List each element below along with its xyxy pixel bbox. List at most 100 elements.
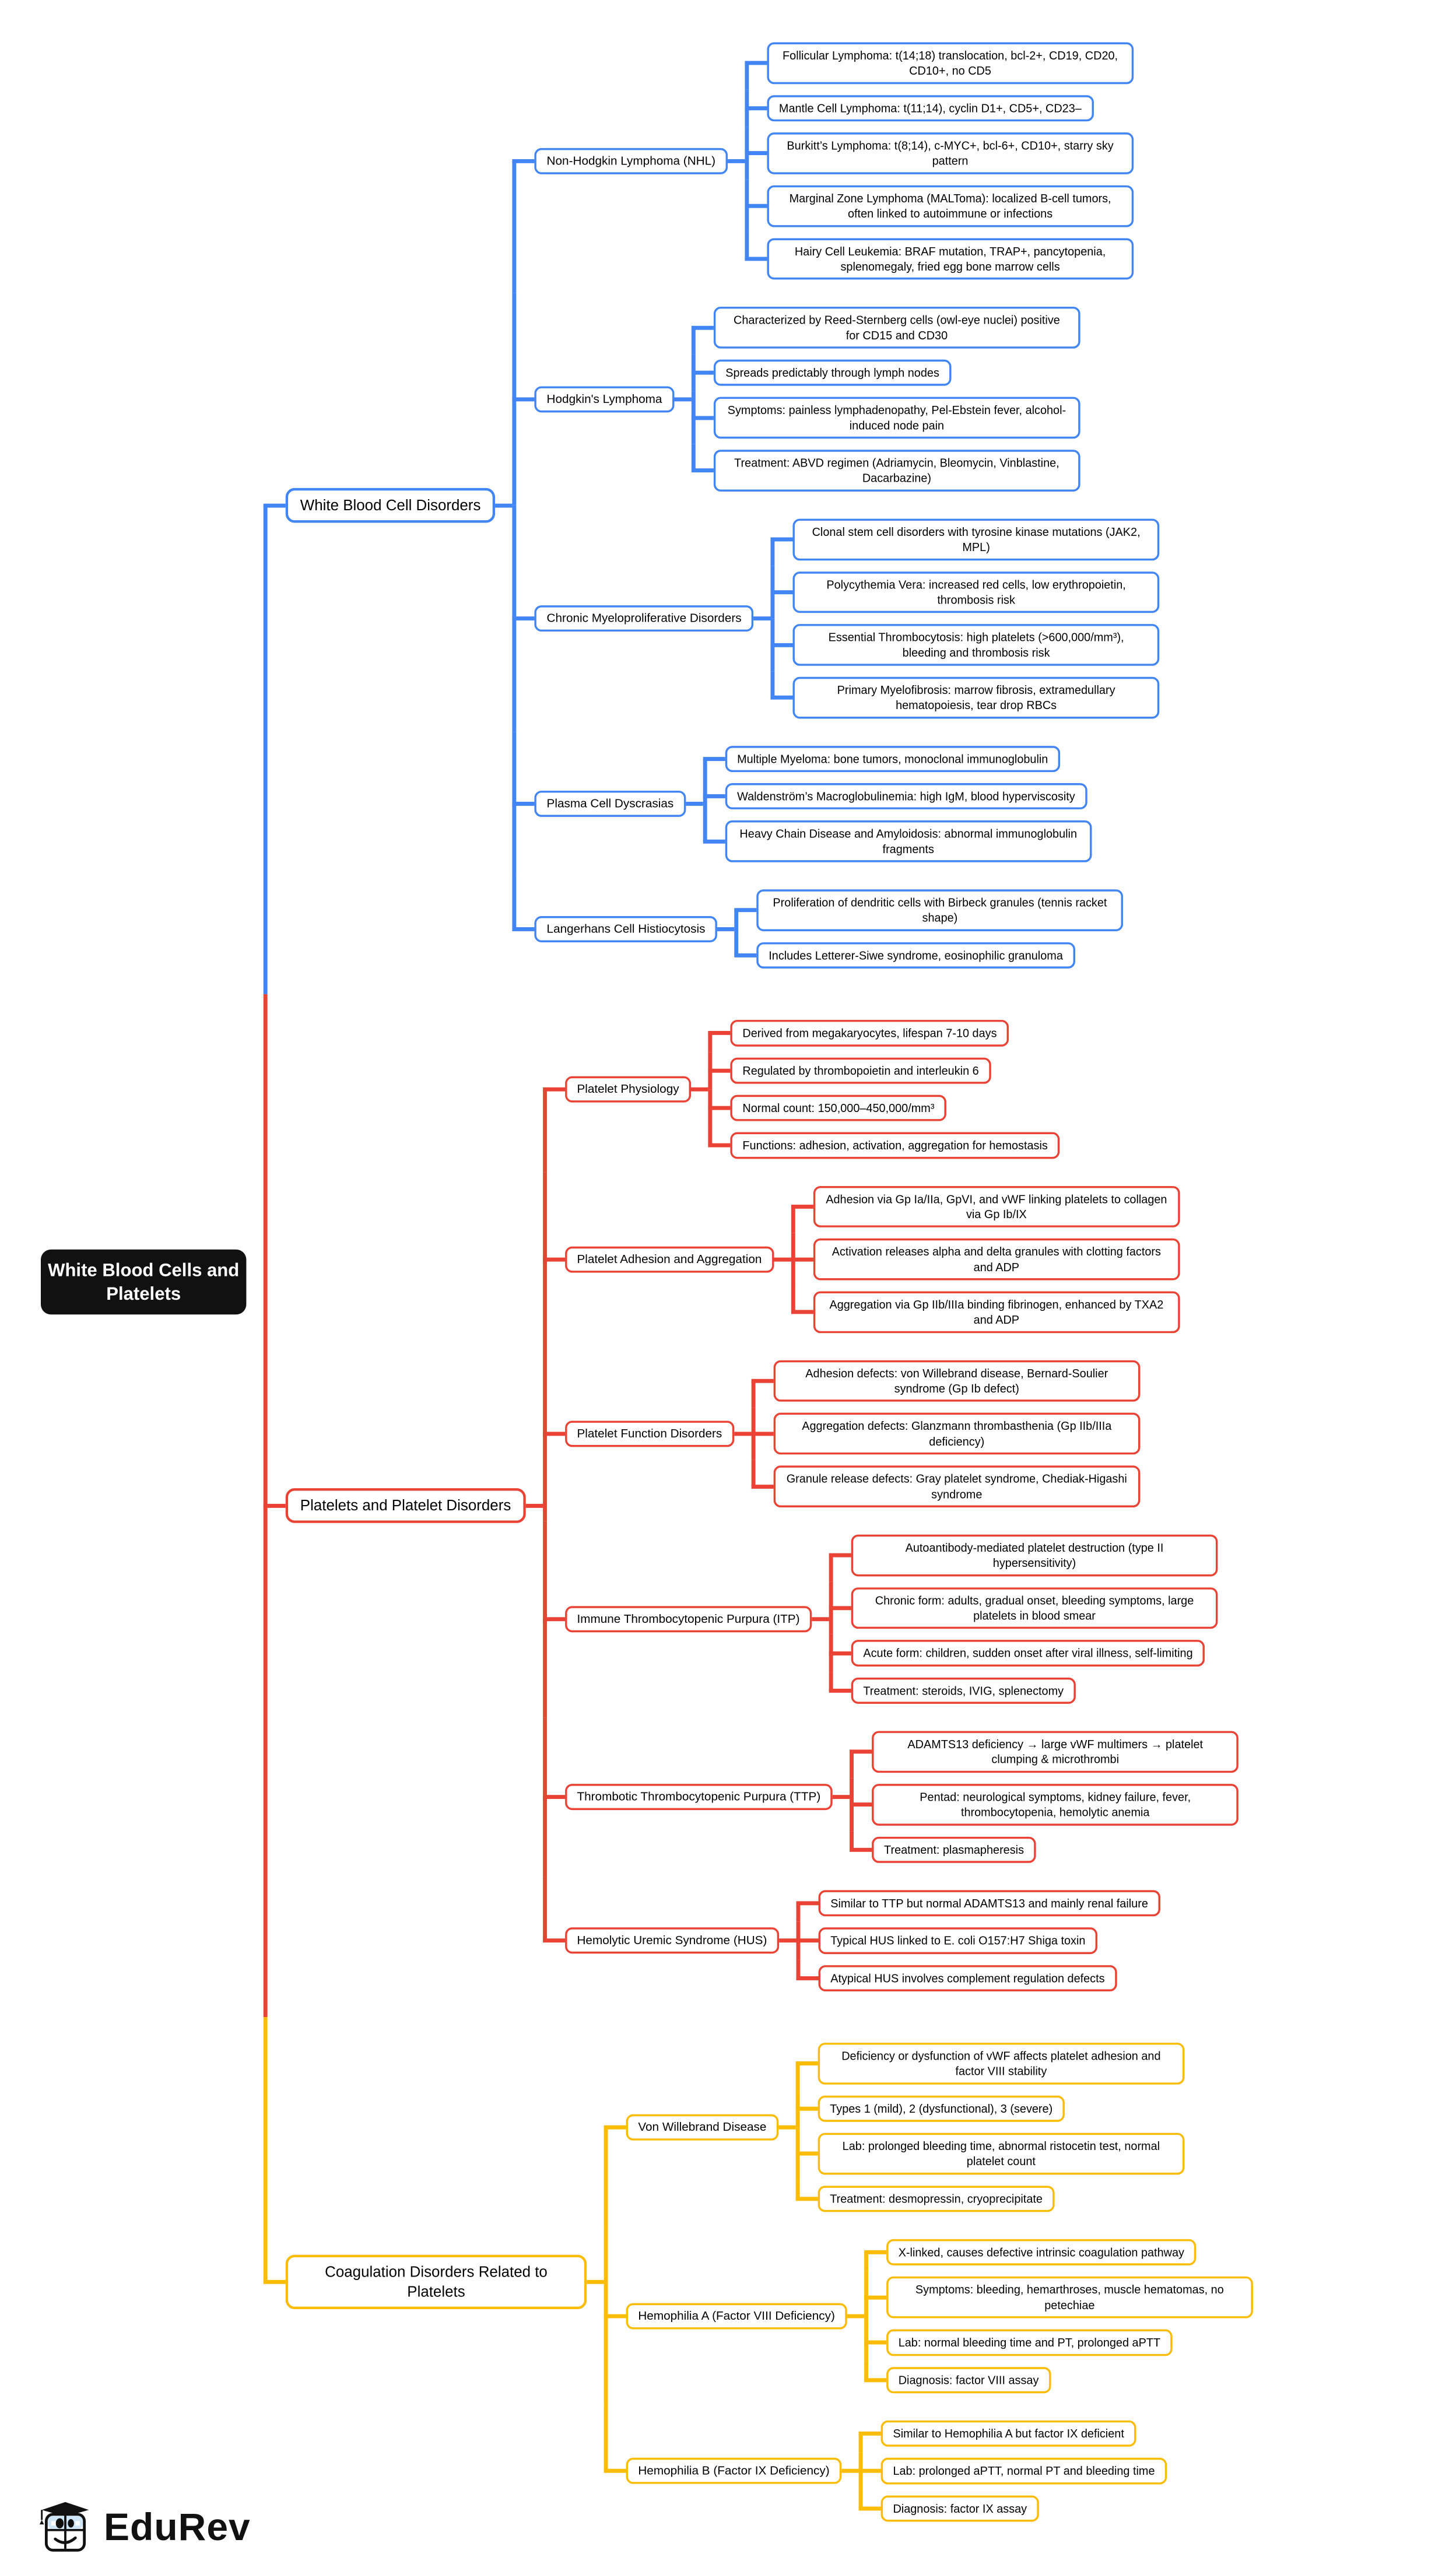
leaf-node: Functions: adhesion, activation, aggrega…	[730, 1132, 1060, 1159]
leaf: Similar to TTP but normal ADAMTS13 and m…	[796, 1885, 1160, 1923]
leaf: Deficiency or dysfunction of vWF affects…	[795, 2037, 1185, 2090]
leaf-node: Diagnosis: factor VIII assay	[886, 2366, 1051, 2394]
topic-node: Platelet Adhesion and Aggregation	[564, 1246, 774, 1273]
leaf-column: ADAMTS13 deficiency → large vWF multimer…	[850, 1725, 1239, 1868]
leaf-column: Deficiency or dysfunction of vWF affects…	[795, 2037, 1185, 2218]
leaf: Adhesion defects: von Willebrand disease…	[751, 1355, 1141, 1408]
leaf: Types 1 (mild), 2 (dysfunctional), 3 (se…	[795, 2089, 1184, 2128]
leaf-node: Treatment: steroids, IVIG, splenectomy	[851, 1677, 1076, 1704]
leaf: Diagnosis: factor VIII assay	[864, 2361, 1253, 2398]
leaf: Includes Letterer-Siwe syndrome, eosinop…	[734, 936, 1124, 974]
leaf-node: Treatment: plasmapheresis	[872, 1836, 1036, 1863]
leaf-node: Mantle Cell Lymphoma: t(11;14), cyclin D…	[767, 95, 1094, 122]
leaf-column: Follicular Lymphoma: t(14;18) translocat…	[745, 37, 1134, 285]
leaf: Heavy Chain Disease and Amyloidosis: abn…	[703, 815, 1092, 868]
branch-node-wbc-disorders: White Blood Cell Disorders	[285, 487, 496, 523]
leaf: Granule release defects: Gray platelet s…	[751, 1460, 1141, 1513]
leaf: Treatment: desmopressin, cryoprecipitate	[795, 2180, 1184, 2218]
leaf: Treatment: steroids, IVIG, splenectomy	[829, 1672, 1218, 1709]
leaf-node: Spreads predictably through lymph nodes	[713, 359, 952, 386]
leaf-node: Characterized by Reed-Sternberg cells (o…	[713, 307, 1080, 349]
topic: Platelet Function Disorders Adhesion defe…	[542, 1346, 1239, 1521]
brand-name: EduRev	[104, 2505, 251, 2548]
topic-node: Langerhans Cell Histiocytosis	[534, 916, 718, 942]
topic-node: Hemolytic Uremic Syndrome (HUS)	[564, 1927, 780, 1954]
leaf: Atypical HUS involves complement regulat…	[796, 1959, 1160, 1997]
leaf-column: Clonal stem cell disorders with tyrosine…	[770, 513, 1160, 724]
leaf: Lab: prolonged aPTT, normal PT and bleed…	[858, 2452, 1167, 2491]
leaf: Aggregation via Gp IIb/IIIa binding fibr…	[791, 1286, 1180, 1338]
leaf: Burkitt’s Lymphoma: t(8;14), c-MYC+, bcl…	[745, 127, 1134, 180]
leaf: Acute form: children, sudden onset after…	[829, 1634, 1218, 1672]
topic: Platelet Adhesion and Aggregation Adhesio…	[542, 1172, 1239, 1347]
leaf: Treatment: ABVD regimen (Adriamycin, Ble…	[691, 444, 1080, 497]
leaf-column: Proliferation of dendritic cells with Bi…	[734, 884, 1124, 974]
leaf: Aggregation defects: Glanzmann thrombast…	[751, 1407, 1141, 1460]
topic: Immune Thrombocytopenic Purpura (ITP)Aut…	[542, 1521, 1239, 1718]
leaf: Treatment: plasmapheresis	[850, 1830, 1239, 1868]
topic-column: Platelet Physiology Derived from megakary…	[542, 1006, 1239, 2005]
leaf-node: Normal count: 150,000–450,000/mm³	[730, 1095, 947, 1121]
topic-node: Immune Thrombocytopenic Purpura (ITP)	[564, 1606, 812, 1633]
leaf-node: Waldenström’s Macroglobulinemia: high Ig…	[725, 783, 1087, 810]
topic-node: Hemophilia B (Factor IX Deficiency)	[626, 2458, 842, 2485]
leaf: Marginal Zone Lymphoma (MALToma): locali…	[745, 180, 1134, 233]
leaf-node: Deficiency or dysfunction of vWF affects…	[818, 2043, 1185, 2085]
leaf-node: Proliferation of dendritic cells with Bi…	[756, 889, 1124, 931]
leaf-node: Derived from megakaryocytes, lifespan 7-…	[730, 1020, 1009, 1047]
topic-node: Hodgkin's Lymphoma	[534, 386, 675, 412]
leaf: Hairy Cell Leukemia: BRAF mutation, TRAP…	[745, 232, 1134, 285]
brand-footer: EduRev	[37, 2499, 251, 2555]
leaf-column: Characterized by Reed-Sternberg cells (o…	[691, 301, 1080, 497]
topic-node: Thrombotic Thrombocytopenic Purpura (TTP…	[564, 1784, 833, 1811]
leaf-node: X-linked, causes defective intrinsic coa…	[886, 2239, 1197, 2266]
topic: Thrombotic Thrombocytopenic Purpura (TTP…	[542, 1717, 1239, 1876]
leaf-node: Activation releases alpha and delta gran…	[813, 1239, 1180, 1281]
topic-node: Platelet Physiology	[564, 1076, 692, 1103]
leaf-node: Symptoms: bleeding, hemarthroses, muscle…	[886, 2277, 1253, 2319]
leaf-node: Aggregation defects: Glanzmann thrombast…	[773, 1413, 1141, 1455]
leaf-node: Symptoms: painless lymphadenopathy, Pel-…	[713, 397, 1080, 439]
topic-node: Platelet Function Disorders	[564, 1420, 735, 1447]
leaf-node: Clonal stem cell disorders with tyrosine…	[792, 518, 1160, 560]
leaf-node: Chronic form: adults, gradual onset, ble…	[851, 1587, 1218, 1629]
leaf: Symptoms: painless lymphadenopathy, Pel-…	[691, 391, 1080, 444]
leaf-node: Atypical HUS involves complement regulat…	[818, 1965, 1117, 1991]
leaf: Essential Thrombocytosis: high platelets…	[770, 618, 1160, 671]
mindmap-canvas: White Blood Cells and Platelets White Bl…	[41, 42, 1253, 2522]
leaf-node: Types 1 (mild), 2 (dysfunctional), 3 (se…	[818, 2095, 1065, 2122]
leaf-node: Treatment: desmopressin, cryoprecipitate	[818, 2186, 1055, 2212]
topic-node: Plasma Cell Dyscrasias	[534, 791, 686, 818]
leaf: Primary Myelofibrosis: marrow fibrosis, …	[770, 671, 1160, 724]
leaf-node: Acute form: children, sudden onset after…	[851, 1640, 1205, 1667]
leaf: Regulated by thrombopoietin and interleu…	[708, 1051, 1060, 1090]
leaf-node: Polycythemia Vera: increased red cells, …	[792, 571, 1160, 613]
leaf: Waldenström’s Macroglobulinemia: high Ig…	[703, 777, 1092, 816]
leaf: Spreads predictably through lymph nodes	[691, 354, 1080, 392]
leaf-node: Lab: prolonged aPTT, normal PT and bleed…	[880, 2457, 1167, 2485]
leaf-node: Typical HUS linked to E. coli O157:H7 Sh…	[818, 1927, 1098, 1954]
topic-node: Chronic Myeloproliferative Disorders	[534, 605, 754, 632]
leaf-column: X-linked, causes defective intrinsic coa…	[864, 2234, 1253, 2399]
leaf: Derived from megakaryocytes, lifespan 7-…	[708, 1015, 1060, 1053]
leaf: Normal count: 150,000–450,000/mm³	[708, 1089, 1060, 1127]
leaf: Multiple Myeloma: bone tumors, monoclona…	[703, 740, 1092, 778]
edurev-mascot-icon	[39, 2502, 89, 2552]
topic: Plasma Cell Dyscrasias Multiple Myeloma: …	[512, 732, 1160, 876]
topic: Hodgkin's Lymphoma Characterized by Reed-…	[512, 293, 1160, 505]
leaf-node: Hairy Cell Leukemia: BRAF mutation, TRAP…	[767, 238, 1134, 280]
leaf: Lab: prolonged bleeding time, abnormal r…	[795, 2127, 1185, 2180]
leaf-node: Burkitt’s Lymphoma: t(8;14), c-MYC+, bcl…	[767, 132, 1134, 174]
leaf-column: Multiple Myeloma: bone tumors, monoclona…	[703, 740, 1092, 868]
leaf: Clonal stem cell disorders with tyrosine…	[770, 513, 1160, 566]
topic: Platelet Physiology Derived from megakary…	[542, 1006, 1239, 1173]
leaf-node: ADAMTS13 deficiency → large vWF multimer…	[872, 1731, 1239, 1773]
leaf-node: Follicular Lymphoma: t(14;18) translocat…	[767, 42, 1134, 85]
leaf-node: Multiple Myeloma: bone tumors, monoclona…	[725, 745, 1061, 773]
leaf: Adhesion via Gp Ia/IIa, GpVI, and vWF li…	[791, 1180, 1180, 1233]
root-node: White Blood Cells and Platelets	[41, 1249, 247, 1315]
topic: Langerhans Cell Histiocytosis Proliferati…	[512, 876, 1160, 982]
